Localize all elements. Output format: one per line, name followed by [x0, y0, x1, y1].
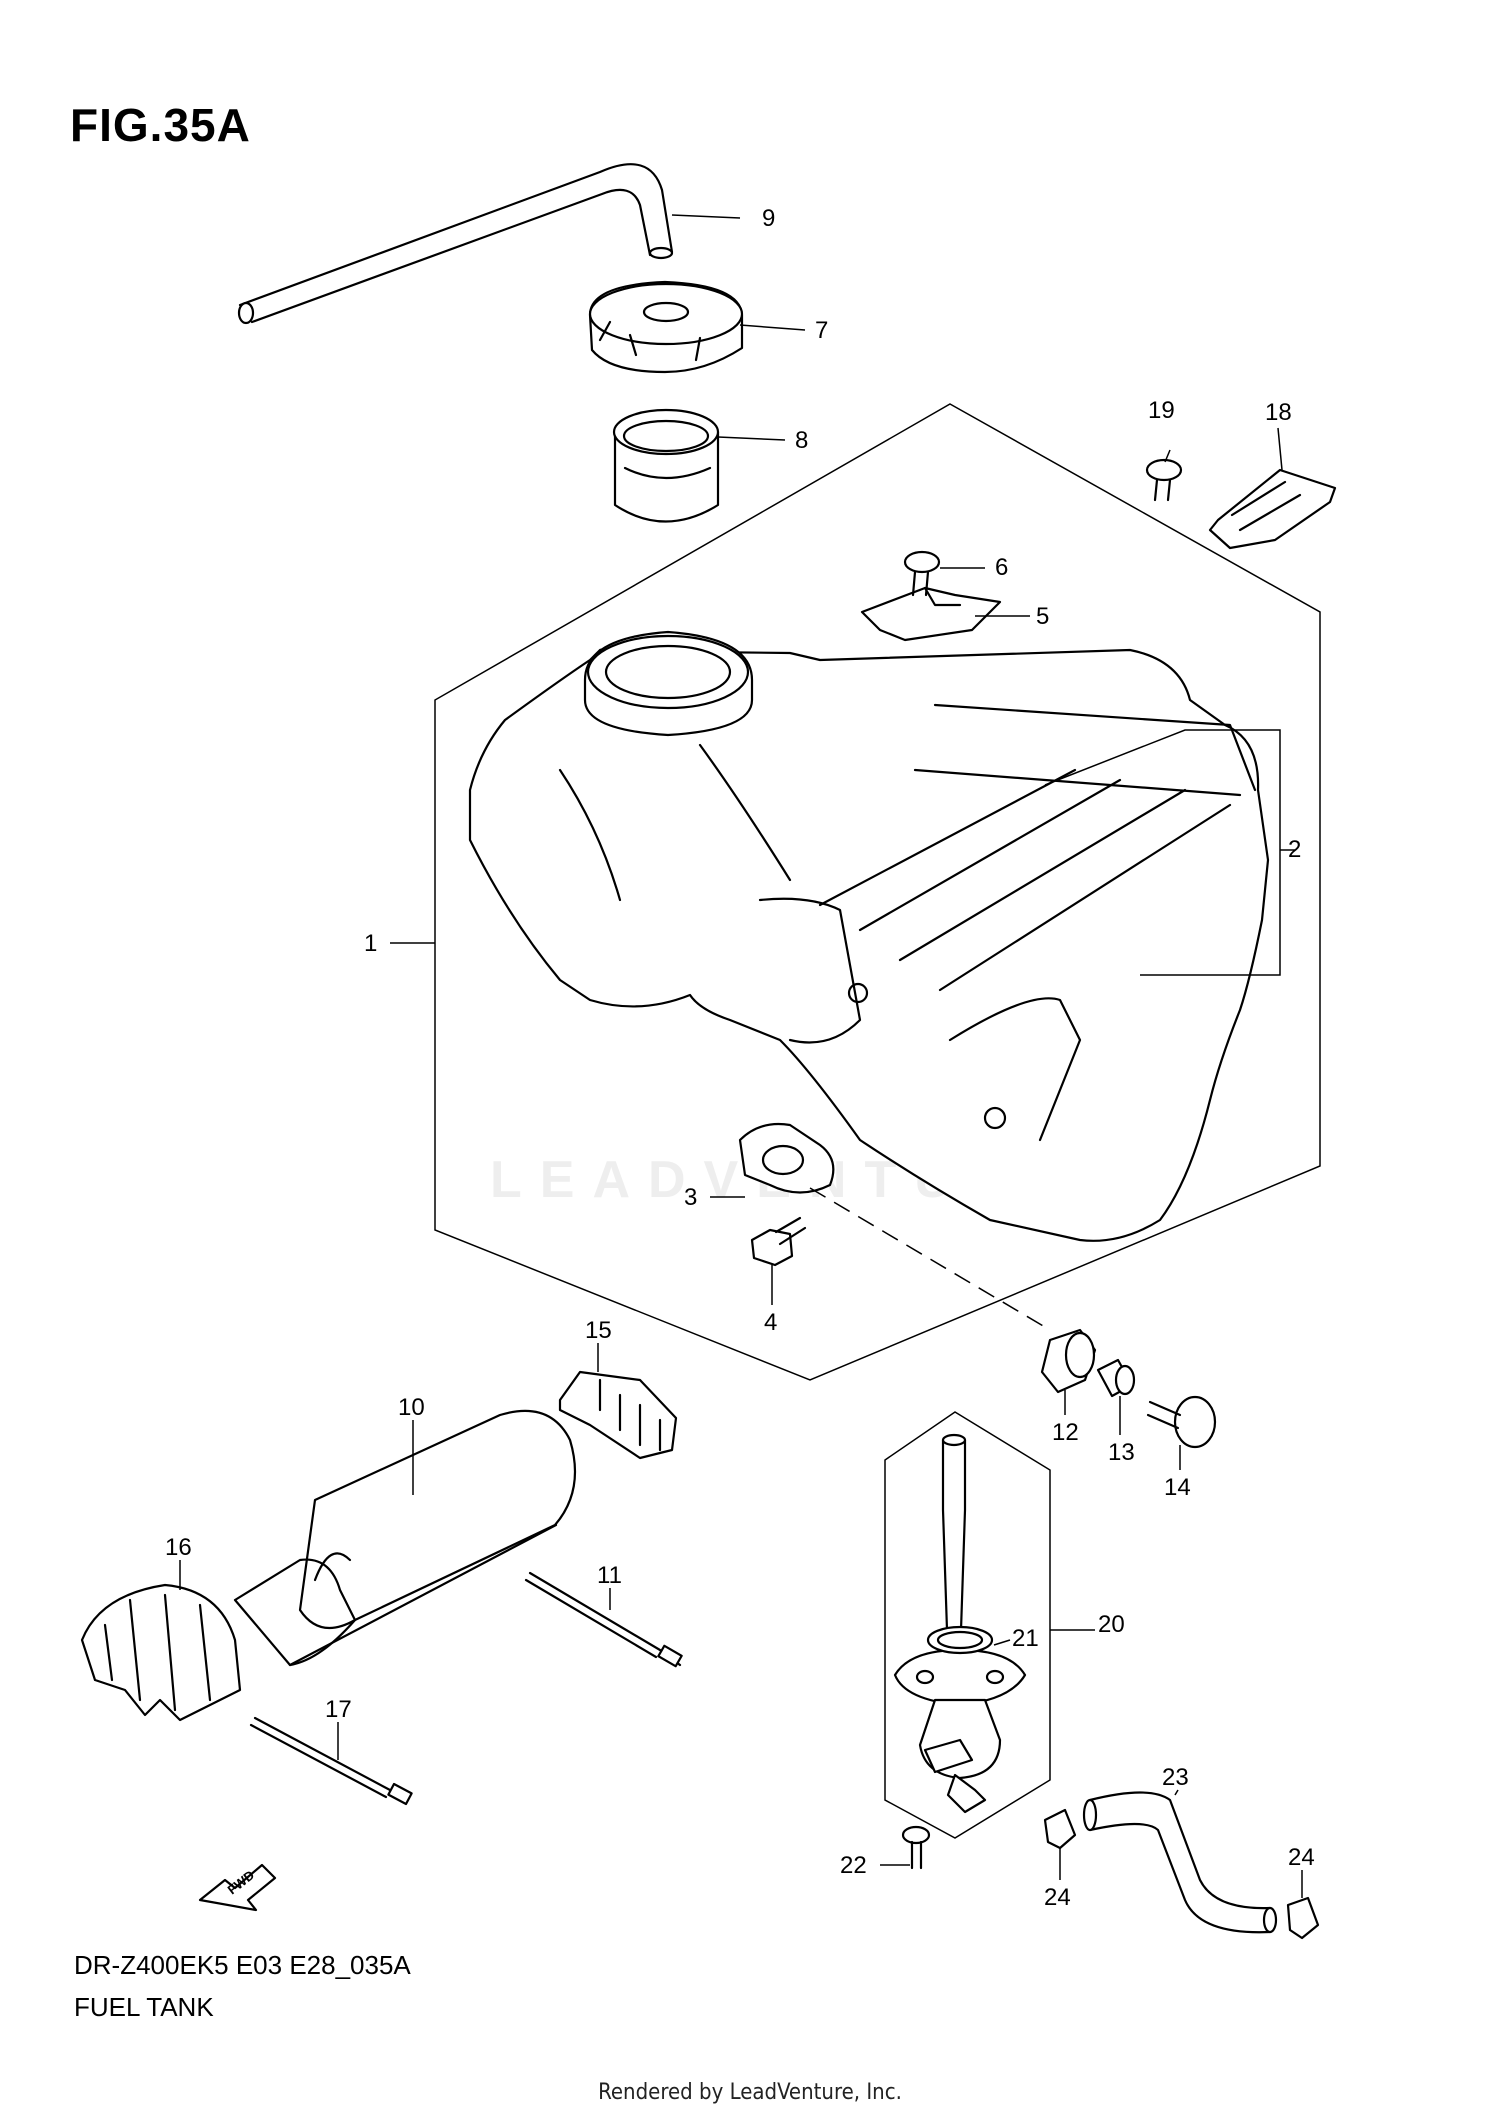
footer-credit: Rendered by LeadVenture, Inc. [598, 2080, 902, 2105]
fuel-tank-group-border [434, 403, 1321, 1381]
screw-part-19 [1145, 458, 1183, 502]
forward-arrow-icon: FWD [198, 1863, 277, 1912]
breather-hose-part [237, 163, 674, 325]
callout-17: 17 [325, 1696, 352, 1723]
callout-21: 21 [1012, 1625, 1039, 1652]
callout-22: 22 [840, 1852, 867, 1879]
fuel-tank-part [468, 630, 1270, 1242]
fuel-cap-gasket-part [612, 408, 720, 523]
callout-4: 4 [764, 1309, 777, 1336]
callout-6: 6 [995, 554, 1008, 581]
callout-13: 13 [1108, 1439, 1135, 1466]
callout-16: 16 [165, 1534, 192, 1561]
callout-1: 1 [364, 930, 377, 957]
grommet-part [1040, 1328, 1097, 1394]
heat-shield-part [233, 1409, 577, 1667]
callout-23: 23 [1162, 1764, 1189, 1791]
figure-title: FIG.35A [70, 99, 251, 151]
callout-11: 11 [597, 1562, 622, 1589]
mount-bracket-part [738, 1122, 835, 1194]
callout-5: 5 [1036, 603, 1049, 630]
fuel-cap-part [588, 280, 744, 374]
callout-18: 18 [1265, 399, 1292, 426]
screw-part-6 [903, 550, 941, 597]
callout-20: 20 [1098, 1611, 1125, 1638]
callout-numbers: 9 7 8 19 18 6 5 1 2 3 4 12 13 14 15 10 1… [165, 205, 1315, 1911]
callout-19: 19 [1148, 397, 1175, 424]
o-ring-part [926, 1625, 994, 1655]
collar-part [1096, 1358, 1136, 1398]
leader-lines [179, 214, 1303, 1898]
diagram-name-caption: FUEL TANK [74, 1992, 214, 2022]
fuel-cock-part [893, 1433, 1027, 1814]
screw-part-22 [901, 1825, 931, 1870]
callout-10: 10 [398, 1394, 425, 1421]
cable-tie-11 [524, 1571, 683, 1668]
cable-tie-17 [249, 1716, 413, 1806]
callout-7: 7 [815, 317, 828, 344]
bolt-part-4 [750, 1216, 807, 1267]
bolt-part-14 [1146, 1395, 1217, 1449]
model-code-caption: DR-Z400EK5 E03 E28_035A [74, 1950, 411, 1980]
callout-2: 2 [1288, 836, 1301, 863]
cushion-part-16 [80, 1583, 242, 1722]
callout-24-b: 24 [1288, 1844, 1315, 1871]
hose-clamp-part-b [1286, 1896, 1320, 1940]
callout-12: 12 [1052, 1419, 1079, 1446]
bracket-plate-part [860, 586, 1002, 642]
callout-3: 3 [684, 1184, 697, 1211]
callout-24-a: 24 [1044, 1884, 1071, 1911]
fuel-cock-group-border [884, 1411, 1051, 1839]
callout-15: 15 [585, 1317, 612, 1344]
strap-clip-part [1208, 468, 1337, 550]
hose-clamp-part-a [1043, 1808, 1077, 1850]
callout-14: 14 [1164, 1474, 1191, 1501]
callout-8: 8 [795, 427, 808, 454]
fuel-hose-part [1082, 1791, 1278, 1934]
callout-9: 9 [762, 205, 775, 232]
cushion-part-15 [558, 1370, 678, 1460]
